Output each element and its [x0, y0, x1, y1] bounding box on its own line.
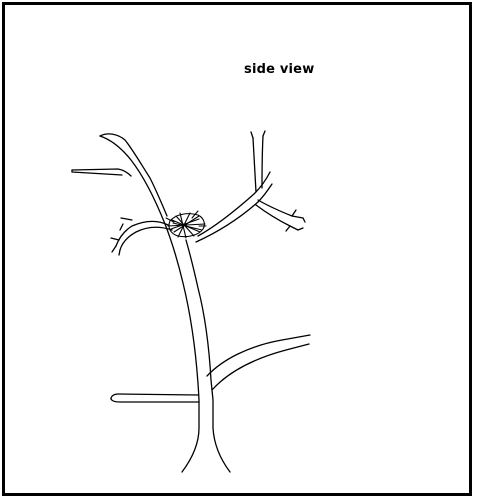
branch-right-upper [196, 131, 305, 242]
nest-icon [166, 211, 206, 238]
branch-left-middle [111, 218, 172, 255]
branch-lower-left [111, 394, 199, 402]
tree-trunk [100, 136, 230, 472]
branch-lower-right [207, 335, 310, 390]
branch-top-left [72, 134, 167, 216]
